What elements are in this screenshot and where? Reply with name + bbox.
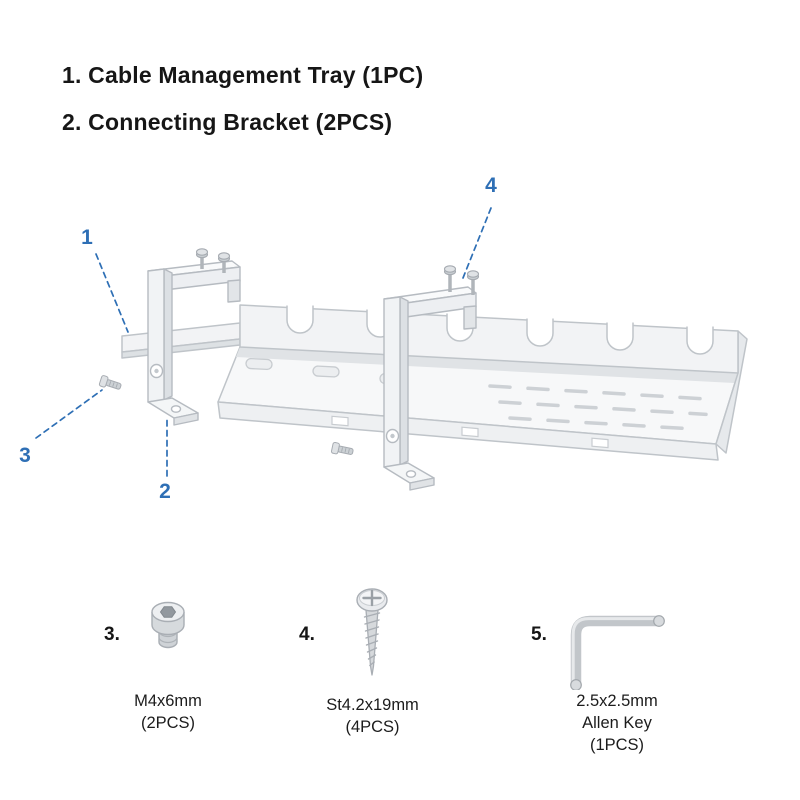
part-3-qty: (2PCS) [140, 714, 196, 732]
leader-line-1 [95, 253, 129, 333]
part-3-name: M4x6mm [134, 692, 202, 710]
bracket-screw-icon [466, 270, 480, 295]
part-3-number: 3. [104, 624, 120, 645]
callout-leader-lines [35, 207, 492, 477]
cable-tray [121, 304, 748, 461]
callout-1: 1 [81, 226, 93, 249]
cable-tray-illustration [35, 207, 748, 491]
bracket-screw-icon [217, 252, 231, 273]
part-4-qty: (4PCS) [345, 718, 400, 736]
parts-list-item-bracket: 2. Connecting Bracket (2PCS) [62, 109, 393, 135]
bracket-screw-icon [443, 265, 457, 292]
part-5-label: 2.5x2.5mm Allen Key (1PCS) [547, 690, 687, 756]
leader-line-3 [35, 389, 103, 439]
loose-screw-icon [98, 375, 122, 390]
part-5-name-line2: Allen Key [582, 714, 652, 732]
tray-back-rail [239, 304, 739, 374]
part-4-name: St4.2x19mm [326, 696, 419, 714]
parts-list-header: 1. Cable Management Tray (1PC) 2. Connec… [62, 52, 423, 146]
vent-slots [488, 384, 708, 431]
callout-3: 3 [19, 444, 31, 467]
foot-hole [405, 470, 417, 478]
socket-screw-icon [138, 598, 198, 675]
part-4-label: St4.2x19mm (4PCS) [300, 694, 445, 738]
callout-4: 4 [485, 174, 497, 197]
loose-screw-icon [330, 441, 354, 455]
part-5-qty: (1PCS) [589, 736, 645, 754]
parts-list-item-tray: 1. Cable Management Tray (1PC) [62, 62, 424, 88]
part-4-number: 4. [299, 624, 315, 645]
callout-2: 2 [159, 480, 171, 503]
bracket-screw-icon [195, 248, 209, 269]
part-5-name-line1: 2.5x2.5mm [576, 692, 658, 710]
tapping-screw-icon [340, 586, 404, 687]
tray-illustration-area [0, 168, 800, 598]
connecting-bracket-1 [147, 248, 241, 426]
leader-line-4 [462, 207, 492, 279]
connecting-bracket-2 [383, 265, 480, 491]
foot-hole [170, 405, 182, 413]
allen-key-icon [560, 606, 670, 695]
part-5-number: 5. [531, 624, 547, 645]
part-3-label: M4x6mm (2PCS) [103, 690, 233, 734]
